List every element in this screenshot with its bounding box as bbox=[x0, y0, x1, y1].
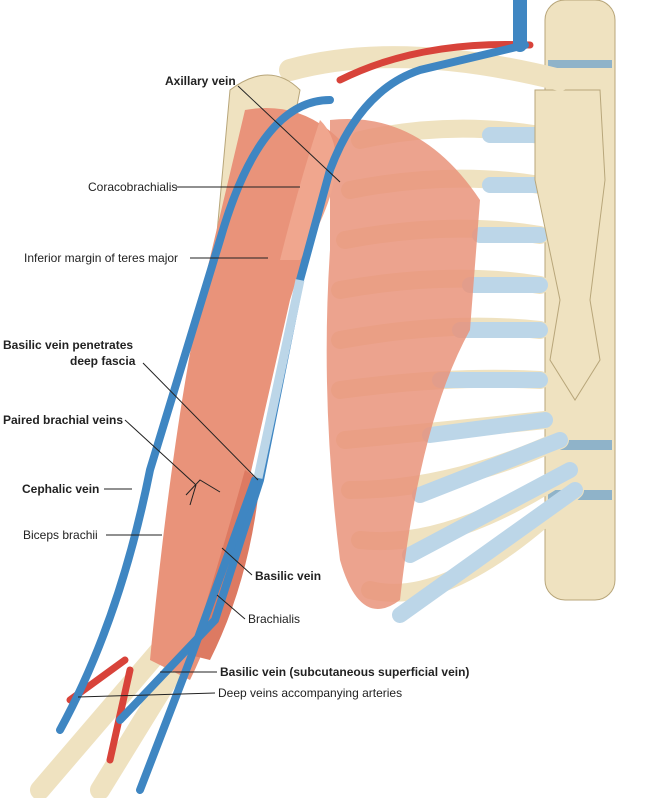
label-basilic-subcutaneous: Basilic vein (subcutaneous superficial v… bbox=[220, 665, 470, 679]
leader-lines bbox=[77, 85, 341, 698]
label-basilic-penetrates-line1: Basilic vein penetrates bbox=[3, 338, 134, 352]
serratus-pectoral-muscles bbox=[326, 119, 480, 609]
forearm-bones bbox=[30, 640, 190, 798]
axillary-vein bbox=[116, 41, 529, 724]
label-biceps-brachii: Biceps brachii bbox=[23, 528, 98, 542]
label-basilic-vein: Basilic vein bbox=[255, 569, 322, 583]
cephalic-vein bbox=[56, 96, 334, 734]
label-paired-brachial-veins: Paired brachial veins bbox=[3, 413, 124, 427]
label-basilic-penetrates-line2: deep fascia bbox=[70, 354, 136, 368]
basilic-vein-lower bbox=[136, 476, 259, 794]
label-brachialis: Brachialis bbox=[248, 612, 301, 626]
label-cephalic-vein: Cephalic vein bbox=[22, 482, 100, 496]
veins bbox=[56, 0, 529, 794]
label-teres-major: Inferior margin of teres major bbox=[24, 251, 179, 265]
label-axillary-vein: Axillary vein bbox=[165, 74, 236, 88]
label-coracobrachialis: Coracobrachialis bbox=[88, 180, 178, 194]
basilic-vein-deep-segment bbox=[253, 279, 305, 479]
label-deep-veins: Deep veins accompanying arteries bbox=[218, 686, 403, 700]
sternum bbox=[534, 89, 606, 401]
coracobrachialis-muscle bbox=[280, 120, 336, 260]
